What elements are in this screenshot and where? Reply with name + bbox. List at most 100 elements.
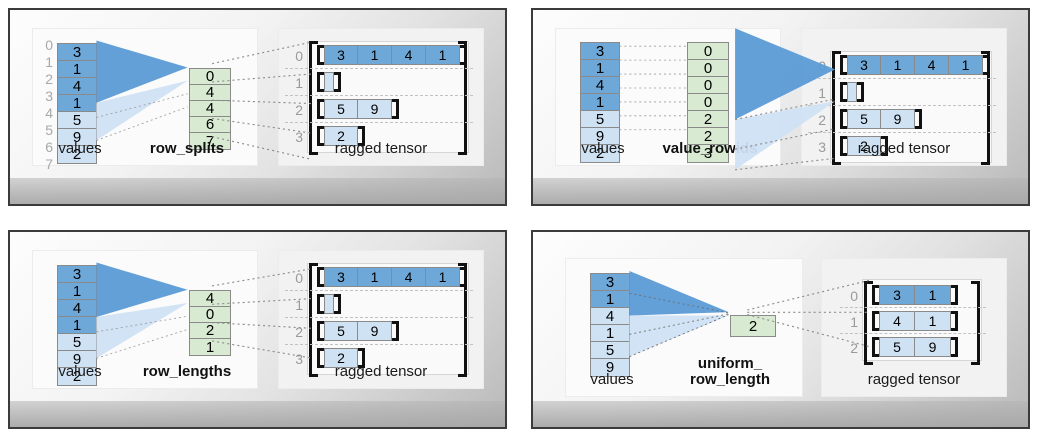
value-cell: 9 xyxy=(58,129,96,146)
value-cell: 3 xyxy=(58,44,96,61)
outer-bracket-left xyxy=(309,41,318,155)
key-cell: 6 xyxy=(190,116,230,133)
row-bracket-right xyxy=(392,99,399,119)
ragged-cell: 5 xyxy=(324,99,358,119)
row-bracket-right xyxy=(983,55,990,75)
value-index-label: 3 xyxy=(45,88,53,104)
ragged-row-index: 1 xyxy=(818,85,826,101)
fan-line-b-2 xyxy=(96,329,188,359)
row-bracket-left xyxy=(840,109,847,129)
fan-line-b-0 xyxy=(96,106,188,141)
ragged-cell: 3 xyxy=(847,55,881,75)
row-divider xyxy=(808,132,996,133)
ragged-label-1: ragged tensor xyxy=(857,140,951,158)
ragged-label-3: ragged tensor xyxy=(867,371,961,389)
ragged-label-2: ragged tensor xyxy=(334,363,428,381)
value-index-label: 6 xyxy=(45,139,53,155)
row-bracket-right xyxy=(881,136,888,156)
ragged-row-index: 3 xyxy=(295,351,303,367)
ragged-cell: 5 xyxy=(324,321,358,341)
fan-line-a-0 xyxy=(96,93,188,118)
ragged-row xyxy=(324,294,334,314)
row-bracket-left xyxy=(317,321,324,341)
key-label-2: row_lengths xyxy=(142,362,232,380)
row-bracket-right xyxy=(392,321,399,341)
key-label-line: row_length xyxy=(689,370,770,388)
value-index-label: 4 xyxy=(45,105,53,121)
row-bracket-left xyxy=(840,82,847,102)
value-cell: 1 xyxy=(581,60,619,77)
value-cell: 1 xyxy=(58,61,96,78)
ragged-row-index: 0 xyxy=(818,58,826,74)
row-divider xyxy=(285,68,473,69)
ragged-cell: 1 xyxy=(881,55,915,75)
row-divider xyxy=(840,333,986,334)
row-bracket-left xyxy=(317,45,324,65)
outer-bracket-left xyxy=(309,263,318,377)
value-cell: 1 xyxy=(581,94,619,111)
ragged-cell: 1 xyxy=(426,45,460,65)
value-index-label: 0 xyxy=(45,37,53,53)
key-cell: 2 xyxy=(688,128,728,145)
value-cell: 4 xyxy=(58,78,96,95)
value-cell: 4 xyxy=(581,77,619,94)
ragged-cell: 1 xyxy=(358,267,392,287)
row-divider xyxy=(285,95,473,96)
ragged-cell: 2 xyxy=(847,136,881,156)
row-bracket-right xyxy=(857,82,864,102)
row-bracket-right xyxy=(358,126,365,146)
values-label-2: values xyxy=(58,363,102,380)
fan-light-2 xyxy=(96,302,188,359)
value-cell: 1 xyxy=(58,95,96,112)
value-cell: 5 xyxy=(58,112,96,129)
row-bracket-right xyxy=(460,267,467,287)
outer-bracket-right xyxy=(458,41,467,155)
ragged-cell: 4 xyxy=(392,45,426,65)
outer-bracket-right xyxy=(458,263,467,377)
row-bracket-left xyxy=(872,285,879,305)
row-divider xyxy=(840,307,986,308)
key-cell: 2 xyxy=(731,316,775,336)
empty-row-cell xyxy=(324,294,334,314)
key-cell: 4 xyxy=(190,84,230,101)
fan-dark-0 xyxy=(96,40,188,103)
value-cell: 2 xyxy=(58,368,96,385)
row-divider xyxy=(285,344,473,345)
ragged-row: 2 xyxy=(324,348,358,368)
ragged-cell: 9 xyxy=(358,99,392,119)
key-cell: 4 xyxy=(190,100,230,117)
key-label-1: value_rowids xyxy=(662,139,758,157)
fan-light-3 xyxy=(629,315,729,357)
value-cell: 3 xyxy=(591,274,629,291)
ragged-cell: 3 xyxy=(879,285,915,305)
key-cell: 0 xyxy=(688,77,728,94)
fan-dark-3 xyxy=(629,270,729,316)
values-label-3: values xyxy=(590,371,634,388)
row-bracket-left xyxy=(317,294,324,314)
value-cell: 4 xyxy=(591,308,629,325)
row-bracket-left xyxy=(317,267,324,287)
key-column-3: 2 xyxy=(730,315,776,337)
value-cell: 2 xyxy=(581,145,619,162)
ragged-cell: 4 xyxy=(879,311,915,331)
value-cell: 2 xyxy=(58,146,96,163)
value-cell: 5 xyxy=(58,334,96,351)
ragged-row-index: 0 xyxy=(295,270,303,286)
